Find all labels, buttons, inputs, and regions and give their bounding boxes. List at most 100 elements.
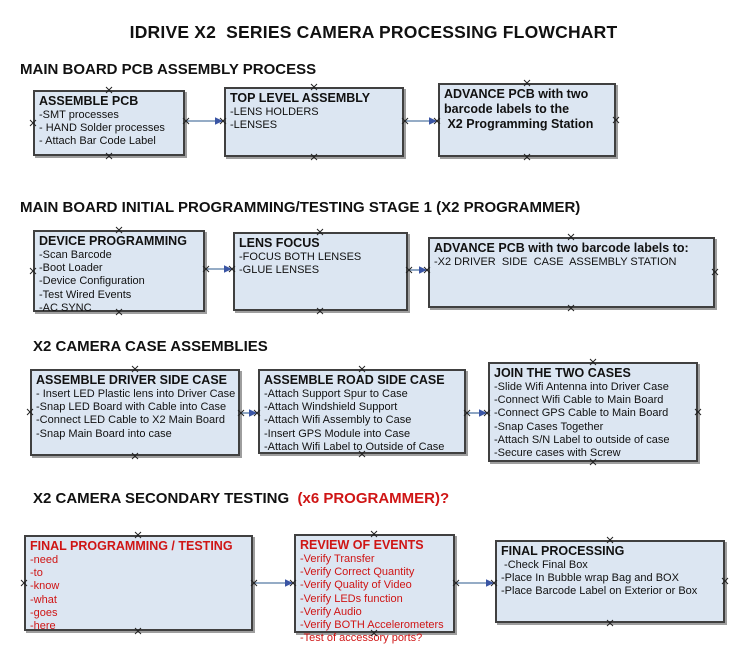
- flow-box-review-of-events: REVIEW OF EVENTS -Verify Transfer-Verify…: [294, 534, 455, 644]
- connector-arrow: [186, 117, 223, 125]
- box-line: -Place Barcode Label on Exterior or Box: [501, 585, 698, 598]
- box-line: -need: [30, 554, 59, 566]
- heading-red-part: (x6 PROGRAMMER)?: [297, 490, 450, 507]
- box-line: -Attach Wifi Label to Outside of Case: [264, 440, 445, 453]
- box-line: -Insert GPS Module into Case: [264, 427, 411, 440]
- box-title: REVIEW OF EVENTS: [300, 538, 424, 552]
- box-line: -Verify Transfer: [300, 553, 375, 565]
- flow-box-assemble-road-side-case: ASSEMBLE ROAD SIDE CASE -Attach Support …: [258, 369, 466, 454]
- box-lines: -Verify Transfer-Verify Correct Quantity…: [300, 553, 449, 645]
- box-title: ADVANCE PCB with two: [444, 87, 589, 101]
- connector-arrow: [467, 409, 487, 417]
- box-line: -LENSES: [230, 119, 278, 132]
- box-line: -Attach Windshield Support: [264, 401, 398, 414]
- connector-arrow: [206, 265, 232, 273]
- box-line: -Boot Loader: [39, 262, 103, 275]
- box-line: -Verify LEDs function: [300, 592, 403, 605]
- box-line: - Insert LED Plastic lens into Driver Ca…: [36, 388, 236, 400]
- box-line: barcode labels to the: [444, 102, 570, 116]
- connector-arrow: [409, 266, 427, 274]
- connector-arrow: [241, 409, 257, 417]
- box-lines: -Scan Barcode-Boot Loader-Device Configu…: [39, 249, 199, 315]
- section-heading-case-assemblies: X2 CAMERA CASE ASSEMBLIES: [33, 338, 268, 355]
- box-title: ASSEMBLE PCB: [39, 94, 139, 108]
- connector-arrow: [456, 579, 494, 587]
- box-line: -what: [30, 593, 57, 606]
- box-line: -Test of accessory ports?: [300, 632, 423, 645]
- arrowhead-icon: [429, 117, 437, 125]
- box-line: -Place In Bubble wrap Bag and BOX: [501, 572, 679, 585]
- box-lines: barcode labels to the X2 Programming Sta…: [444, 102, 610, 132]
- box-title: ASSEMBLE ROAD SIDE CASE: [264, 373, 445, 387]
- flow-box-lens-focus: LENS FOCUS -FOCUS BOTH LENSES-GLUE LENSE…: [233, 232, 408, 311]
- box-line: -Verify BOTH Accelerometers: [300, 619, 444, 632]
- box-title: FINAL PROGRAMMING / TESTING: [30, 539, 233, 553]
- box-title: JOIN THE TWO CASES: [494, 366, 631, 380]
- flow-box-final-programming-testing: FINAL PROGRAMMING / TESTING -need-to-kno…: [24, 535, 253, 633]
- flow-box-top-level-assembly: TOP LEVEL ASSEMBLY -LENS HOLDERS-LENSES: [224, 87, 404, 157]
- box-lines: -FOCUS BOTH LENSES-GLUE LENSES: [239, 251, 402, 277]
- box-line: -AC SYNC: [39, 301, 92, 314]
- box-line: -FOCUS BOTH LENSES: [239, 251, 362, 263]
- flow-box-assemble-driver-side-case: ASSEMBLE DRIVER SIDE CASE - Insert LED P…: [30, 369, 240, 456]
- box-line: -Snap LED Board with Cable into Case: [36, 401, 227, 414]
- box-lines: - Insert LED Plastic lens into Driver Ca…: [36, 388, 236, 441]
- box-line: -Test Wired Events: [39, 288, 132, 301]
- box-title: ASSEMBLE DRIVER SIDE CASE: [36, 373, 228, 387]
- box-line: -Attach Support Spur to Case: [264, 388, 408, 400]
- box-line: -Slide Wifi Antenna into Driver Case: [494, 381, 669, 393]
- box-line: -goes: [30, 606, 58, 619]
- box-title: TOP LEVEL ASSEMBLY: [230, 91, 371, 105]
- box-line: -here: [30, 620, 56, 633]
- section-heading-initial-programming: MAIN BOARD INITIAL PROGRAMMING/TESTING S…: [20, 199, 581, 216]
- box-line: -Device Configuration: [39, 275, 145, 288]
- arrowhead-icon: [419, 266, 427, 274]
- flow-box-advance-pcb-programming-station: ADVANCE PCB with two barcode labels to t…: [438, 83, 616, 157]
- box-lines: -X2 DRIVER SIDE CASE ASSEMBLY STATION: [434, 256, 709, 269]
- box-line: -Attach Wifi Assembly to Case: [264, 414, 412, 427]
- flow-box-assemble-pcb: ASSEMBLE PCB -SMT processes- HAND Solder…: [33, 90, 185, 156]
- box-line: -X2 DRIVER SIDE CASE ASSEMBLY STATION: [434, 256, 677, 268]
- box-line: -Verify Correct Quantity: [300, 566, 415, 579]
- box-lines: -SMT processes- HAND Solder processes- A…: [39, 109, 179, 149]
- flow-box-device-programming: DEVICE PROGRAMMING -Scan Barcode-Boot Lo…: [33, 230, 205, 315]
- section-heading-secondary-testing: X2 CAMERA SECONDARY TESTING (x6 PROGRAMM…: [33, 490, 449, 507]
- box-line: -know: [30, 580, 60, 593]
- connector-arrow: [405, 117, 437, 125]
- arrowhead-icon: [486, 579, 494, 587]
- arrowhead-icon: [249, 409, 257, 417]
- box-line: -Attach S/N Label to outside of case: [494, 433, 670, 446]
- arrowhead-icon: [215, 117, 223, 125]
- box-line: -GLUE LENSES: [239, 264, 320, 277]
- box-title: ADVANCE PCB with two barcode labels to:: [434, 241, 689, 255]
- heading-black-part: X2 CAMERA SECONDARY TESTING: [33, 490, 298, 507]
- box-line: - HAND Solder processes: [39, 122, 165, 135]
- box-lines: -need-to-know-what-goes-here: [30, 554, 247, 633]
- box-line: -SMT processes: [39, 109, 119, 121]
- flow-box-join-the-two-cases: JOIN THE TWO CASES -Slide Wifi Antenna i…: [488, 362, 698, 462]
- arrowhead-icon: [479, 409, 487, 417]
- box-line: -Scan Barcode: [39, 249, 112, 261]
- box-line: -Secure cases with Screw: [494, 447, 621, 460]
- box-line: -Verify Quality of Video: [300, 579, 412, 592]
- box-line: -Snap Main Board into case: [36, 427, 172, 440]
- box-lines: -LENS HOLDERS-LENSES: [230, 106, 398, 132]
- box-line: - Attach Bar Code Label: [39, 135, 156, 148]
- box-title: LENS FOCUS: [239, 236, 320, 250]
- page-title: IDRIVE X2 SERIES CAMERA PROCESSING FLOWC…: [129, 22, 618, 42]
- box-line: -Connect Wifi Cable to Main Board: [494, 394, 664, 407]
- box-line: -Connect LED Cable to X2 Main Board: [36, 414, 225, 427]
- box-line: X2 Programming Station: [444, 117, 594, 131]
- arrowhead-icon: [224, 265, 232, 273]
- box-lines: -Attach Support Spur to Case-Attach Wind…: [264, 388, 460, 454]
- box-title: FINAL PROCESSING: [501, 544, 625, 558]
- box-line: -Verify Audio: [300, 605, 362, 618]
- box-line: -LENS HOLDERS: [230, 106, 319, 118]
- section-heading-pcb-assembly: MAIN BOARD PCB ASSEMBLY PROCESS: [20, 61, 317, 78]
- box-title: DEVICE PROGRAMMING: [39, 234, 187, 248]
- box-line: -Check Final Box: [501, 559, 588, 571]
- box-line: -Connect GPS Cable to Main Board: [494, 407, 669, 420]
- arrowhead-icon: [285, 579, 293, 587]
- box-lines: -Slide Wifi Antenna into Driver Case-Con…: [494, 381, 692, 460]
